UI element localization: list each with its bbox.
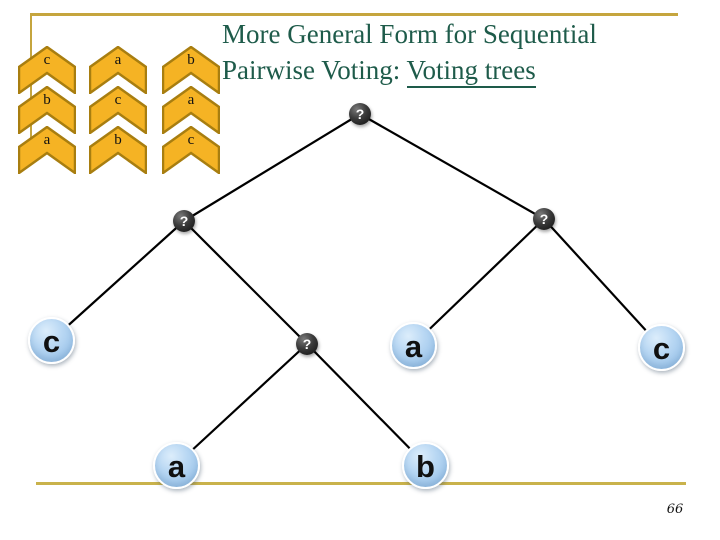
- ballot-rank-label: b: [114, 132, 122, 148]
- leaf-node-a-bottom: a: [153, 442, 200, 489]
- ballot-rank-label: c: [187, 132, 195, 148]
- up-chevron-icon: [162, 86, 220, 134]
- frame-left-line: [30, 13, 32, 163]
- up-chevron-icon: [162, 126, 220, 174]
- title-underlined-phrase: Voting trees: [406, 55, 536, 88]
- ballot-rank-label: a: [114, 52, 122, 68]
- leaf-node-b-bottom: b: [402, 442, 449, 489]
- ballot3-chevron-3: c: [162, 126, 220, 174]
- up-chevron-icon: [162, 46, 220, 94]
- ballot2-chevron-1: a: [89, 46, 147, 94]
- frame-top-line: [30, 13, 678, 16]
- tree-right-question-node: ?: [533, 208, 555, 230]
- ballot2-chevron-2: c: [89, 86, 147, 134]
- tree-mid-question-node: ?: [296, 333, 318, 355]
- up-chevron-icon: [89, 46, 147, 94]
- leaf-node-a-mid: a: [390, 322, 437, 369]
- up-chevron-icon: [89, 126, 147, 174]
- ballot-rank-label: a: [187, 92, 195, 108]
- title-line-1: More General Form for Sequential: [222, 19, 597, 49]
- up-chevron-icon: [18, 86, 76, 134]
- leaf-node-c-right: c: [638, 324, 685, 371]
- ballot-rank-label: b: [43, 92, 51, 108]
- ballot1-chevron-2: b: [18, 86, 76, 134]
- ballot1-chevron-1: c: [18, 46, 76, 94]
- tree-left-question-node: ?: [173, 210, 195, 232]
- page-number: 66: [666, 502, 684, 517]
- up-chevron-icon: [89, 86, 147, 134]
- ballot-rank-label: c: [43, 52, 51, 68]
- up-chevron-icon: [18, 46, 76, 94]
- ballot-rank-label: a: [43, 132, 51, 148]
- up-chevron-icon: [18, 126, 76, 174]
- title-line-2: Pairwise Voting: Voting trees: [222, 52, 692, 88]
- leaf-node-c-left: c: [28, 317, 75, 364]
- slide-title: More General Form for Sequential Pairwis…: [222, 16, 692, 88]
- ballot-rank-label: b: [187, 52, 195, 68]
- tree-root-question-node: ?: [349, 103, 371, 125]
- ballot-rank-label: c: [114, 92, 122, 108]
- ballot3-chevron-2: a: [162, 86, 220, 134]
- ballot3-chevron-1: b: [162, 46, 220, 94]
- frame-bottom-line: [36, 482, 686, 485]
- ballot1-chevron-3: a: [18, 126, 76, 174]
- ballot2-chevron-3: b: [89, 126, 147, 174]
